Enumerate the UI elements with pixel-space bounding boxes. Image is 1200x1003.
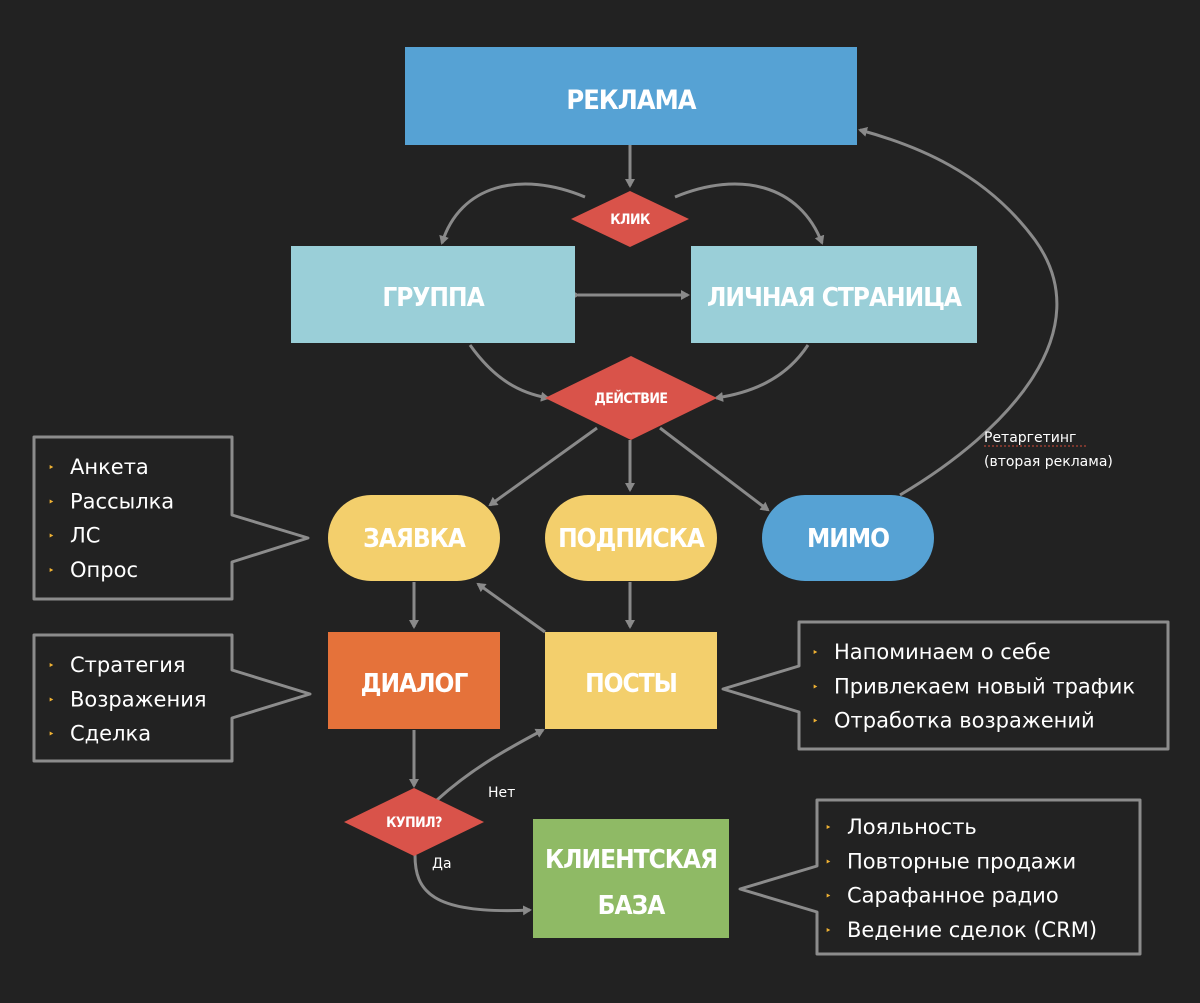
bullet-icon: ‣ <box>48 564 55 577</box>
edge-lichnaya-deistvie <box>714 344 810 402</box>
bullet-icon: ‣ <box>825 890 832 903</box>
callout-item: Ведение сделок (CRM) <box>847 918 1097 942</box>
callout-zayavka: ‣ Анкета ‣ Рассылка ‣ ЛС ‣ Опрос <box>32 435 310 601</box>
bullet-icon: ‣ <box>812 715 819 728</box>
edge-kupil-klienty <box>413 854 532 916</box>
bullet-icon: ‣ <box>48 693 55 706</box>
node-gruppa-label: ГРУППА <box>382 283 484 313</box>
bullet-icon: ‣ <box>825 924 832 937</box>
node-klik-label: КЛИК <box>610 212 651 228</box>
bullet-icon: ‣ <box>812 680 819 693</box>
edge-deistvie-zayavka <box>488 426 598 507</box>
node-reklama: РЕКЛАМА <box>405 47 857 145</box>
callout-posty: ‣ Напоминаем о себе ‣ Привлекаем новый траф… <box>721 620 1170 751</box>
node-kupil: КУПИЛ? <box>344 788 484 856</box>
node-gruppa: ГРУППА <box>291 246 575 343</box>
callout-item: ЛС <box>70 524 100 548</box>
edge-kupil-posty <box>435 728 545 802</box>
callout-zayavka-items: ‣ Анкета ‣ Рассылка ‣ ЛС ‣ Опрос <box>48 455 174 582</box>
edge-label-da: Да <box>432 856 452 872</box>
node-posty-label: ПОСТЫ <box>585 669 677 699</box>
bullet-icon: ‣ <box>48 495 55 508</box>
callout-dialog: ‣ Стратегия ‣ Возражения ‣ Сделка <box>32 633 312 763</box>
edge-deistvie-mimo <box>659 426 770 512</box>
callout-item: Лояльность <box>847 815 977 839</box>
node-dialog-label: ДИАЛОГ <box>361 669 469 699</box>
node-lichnaya-label: ЛИЧНАЯ СТРАНИЦА <box>707 283 962 313</box>
node-lichnaya-stranica: ЛИЧНАЯ СТРАНИЦА <box>691 246 977 343</box>
bullet-icon: ‣ <box>812 646 819 659</box>
callout-item: Опрос <box>70 558 138 582</box>
callout-item: Повторные продажи <box>847 849 1076 873</box>
bullet-icon: ‣ <box>48 728 55 741</box>
callout-klienty-items: ‣ Лояльность ‣ Повторные продажи ‣ Сарафанное… <box>825 815 1097 942</box>
bullet-icon: ‣ <box>825 855 832 868</box>
node-klientskaya-label-2: БАЗА <box>598 891 666 921</box>
node-podpiska-label: ПОДПИСКА <box>558 524 705 554</box>
retargeting-sublabel: (вторая реклама) <box>984 454 1113 470</box>
node-deistvie: ДЕЙСТВИЕ <box>545 356 717 440</box>
callout-item: Отработка возражений <box>834 709 1095 733</box>
edge-mimo-reklama <box>858 127 1059 497</box>
node-posty: ПОСТЫ <box>545 632 717 729</box>
edge-klik-lichnaya <box>674 182 825 245</box>
node-klientskaya-baza: КЛИЕНТСКАЯ БАЗА <box>533 819 729 938</box>
callout-item: Напоминаем о себе <box>834 640 1051 664</box>
retargeting-label: Ретаргетинг <box>984 430 1076 446</box>
node-zayavka: ЗАЯВКА <box>328 495 500 581</box>
edge-posty-zayavka <box>476 582 546 634</box>
node-mimo: МИМО <box>762 495 934 581</box>
callout-item: Сделка <box>70 722 151 746</box>
callout-item: Анкета <box>70 455 149 479</box>
callout-item: Рассылка <box>70 489 174 513</box>
callout-item: Стратегия <box>70 653 186 677</box>
edge-klik-gruppa <box>439 182 586 245</box>
bullet-icon: ‣ <box>825 821 832 834</box>
node-deistvie-label: ДЕЙСТВИЕ <box>595 390 668 407</box>
callout-item: Привлекаем новый трафик <box>834 674 1135 698</box>
node-mimo-label: МИМО <box>807 524 889 554</box>
callout-klienty: ‣ Лояльность ‣ Повторные продажи ‣ Сарафанное… <box>738 798 1142 956</box>
edge-label-net: Нет <box>488 785 515 801</box>
edge-gruppa-deistvie <box>468 344 550 402</box>
node-dialog: ДИАЛОГ <box>328 632 500 729</box>
edges <box>409 127 1059 916</box>
callout-dialog-items: ‣ Стратегия ‣ Возражения ‣ Сделка <box>48 653 206 746</box>
node-zayavka-label: ЗАЯВКА <box>363 524 466 554</box>
node-klik: КЛИК <box>571 191 689 247</box>
node-klientskaya-label-1: КЛИЕНТСКАЯ <box>545 845 717 875</box>
callout-posty-items: ‣ Напоминаем о себе ‣ Привлекаем новый траф… <box>812 640 1135 733</box>
bullet-icon: ‣ <box>48 461 55 474</box>
node-reklama-label: РЕКЛАМА <box>566 85 696 116</box>
node-podpiska: ПОДПИСКА <box>545 495 717 581</box>
callout-item: Возражения <box>70 687 206 711</box>
callout-item: Сарафанное радио <box>847 884 1059 908</box>
bullet-icon: ‣ <box>48 530 55 543</box>
bullet-icon: ‣ <box>48 659 55 672</box>
node-kupil-label: КУПИЛ? <box>386 815 442 831</box>
